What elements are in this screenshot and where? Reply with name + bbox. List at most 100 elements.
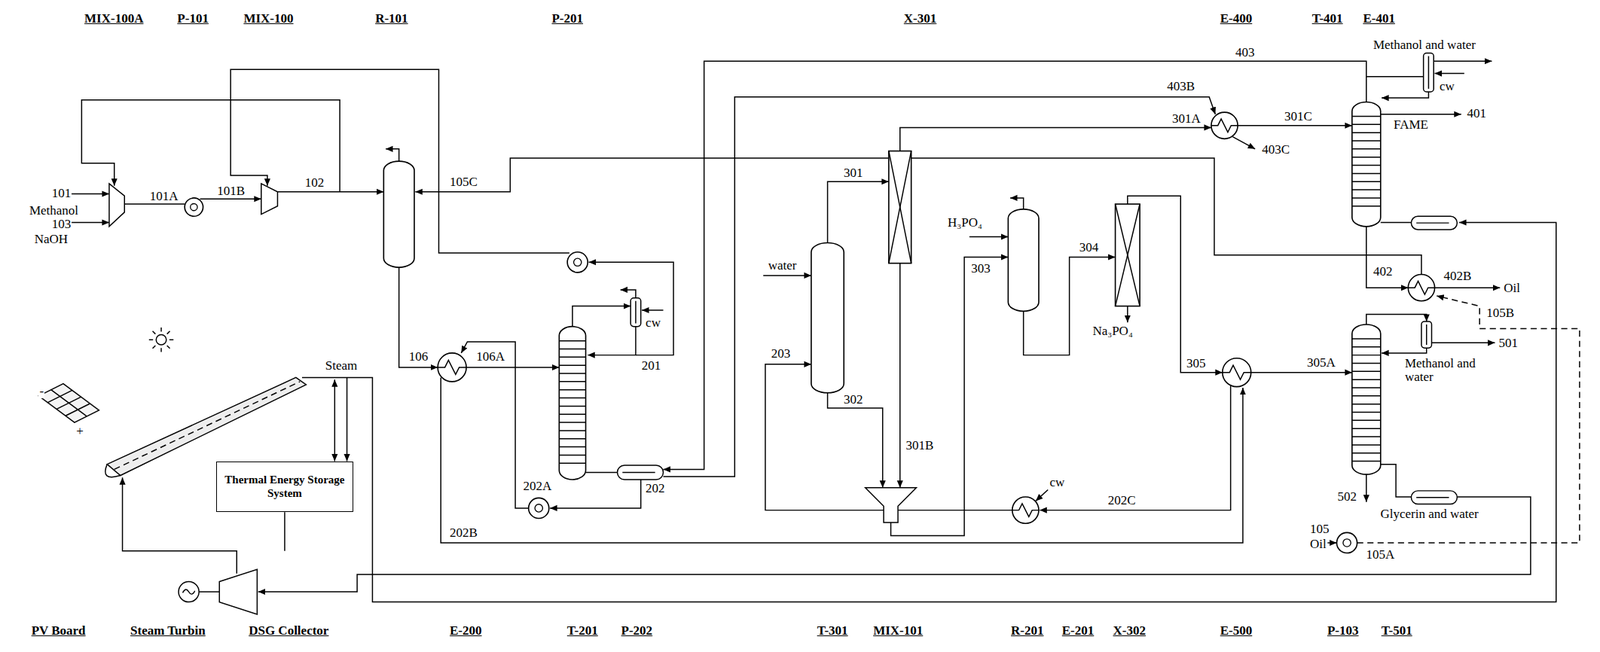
stream-label: 403 [1234, 45, 1256, 60]
pump-symbol [184, 198, 203, 217]
stream-label: FAME [1392, 118, 1430, 132]
stream-label: H₃PO₄ [946, 216, 984, 230]
pipe-line [586, 472, 618, 474]
pipe-line [827, 181, 889, 243]
reactor-vessel [383, 161, 415, 268]
pv-grid [51, 390, 87, 417]
column-tray [558, 406, 586, 407]
wash-column [811, 243, 844, 394]
stream-label: 105B [1485, 306, 1515, 321]
separator-box [888, 151, 912, 264]
equipment-tag: MIX-100 [242, 12, 294, 26]
reboiler-tube [622, 472, 655, 474]
steam-line [302, 222, 1557, 602]
sun-ray [152, 345, 156, 349]
separator-box [1115, 204, 1141, 307]
pipe-line [277, 191, 384, 193]
column-tray [558, 430, 586, 431]
collector-trough [105, 464, 121, 478]
column-tray [1352, 346, 1381, 348]
pipe-line [1380, 464, 1412, 498]
pipe-line [1380, 113, 1462, 115]
cooling-water-line [1035, 490, 1048, 502]
column-tray [558, 446, 586, 448]
stream-label: 201 [641, 359, 663, 373]
equipment-tag: T-201 [566, 624, 599, 639]
column-tray [1352, 387, 1381, 388]
heat-exchanger-symbol [1407, 274, 1435, 302]
pump-symbol [1337, 532, 1358, 553]
pipe-line [1381, 91, 1429, 98]
heat-exchanger-symbol [437, 353, 467, 382]
vent-line [385, 149, 400, 162]
stream-label: cw [1438, 79, 1456, 94]
column-tray [558, 397, 586, 399]
pipe-line [461, 341, 529, 509]
column-tray [1352, 363, 1381, 364]
column-tray [1352, 189, 1381, 190]
condenser-tube [635, 301, 636, 324]
pipe-line [1039, 385, 1231, 510]
pipe-line [1365, 474, 1367, 503]
sun-ray [167, 345, 171, 349]
equipment-tag: E-200 [448, 624, 483, 639]
column-tray [1352, 371, 1381, 373]
column-tray [1352, 427, 1381, 429]
stream-label: 202 [644, 482, 666, 496]
column-tray [1352, 461, 1381, 462]
collector-receiver [114, 381, 301, 471]
equipment-tag: PV Board [30, 624, 87, 639]
pipe-line [1126, 306, 1128, 324]
condenser-symbol [630, 298, 642, 327]
pipe-line [549, 479, 642, 509]
pipe-line [1433, 61, 1492, 62]
column-tray [1352, 156, 1381, 158]
pump-impeller [1343, 539, 1351, 547]
pipe-line [200, 198, 262, 200]
shaft-line [198, 591, 220, 593]
pipe-line [899, 263, 901, 489]
distillation-column [1352, 324, 1381, 475]
pipe-line [1237, 125, 1353, 126]
equipment-tag: X-301 [903, 12, 938, 26]
exchanger-coil [1012, 503, 1039, 518]
column-tray [1352, 420, 1381, 422]
stream-label: cw [644, 316, 662, 330]
stream-label: Oil [1309, 537, 1328, 552]
stream-label: 105 [1309, 522, 1331, 537]
column-tray [1352, 131, 1381, 133]
equipment-tag: T-401 [1311, 12, 1344, 26]
feed-line [1327, 542, 1337, 544]
oil-line [1357, 296, 1580, 544]
reboiler-symbol [1410, 491, 1457, 505]
mixer-symbol [865, 488, 917, 523]
pipe-line [124, 203, 185, 205]
water-line [283, 512, 285, 551]
column-tray [558, 413, 586, 415]
column-tray [1352, 436, 1381, 437]
equipment-tag: P-201 [550, 12, 584, 26]
stream-label: Steam [324, 359, 359, 373]
steam-turbine [219, 569, 257, 615]
equipment-tag: MIX-101 [872, 624, 924, 639]
stream-label: 101 [51, 186, 73, 201]
pump-impeller [574, 258, 582, 266]
stream-label: cw [1049, 476, 1066, 490]
equipment-tag: E-400 [1219, 12, 1254, 26]
column-tray [1352, 140, 1381, 141]
stream-label: 106 [408, 350, 430, 364]
column-tray [1352, 180, 1381, 182]
column-tray [1352, 338, 1381, 339]
equipment-tag: P-103 [1326, 624, 1360, 639]
stream-label: 502 [1337, 490, 1359, 504]
column-tray [1352, 124, 1381, 126]
stream-label: 202B [448, 526, 479, 541]
column-tray [558, 364, 586, 366]
pump-symbol [528, 497, 550, 519]
stream-label: 401 [1466, 106, 1488, 121]
stream-label: 403C [1261, 143, 1291, 157]
equipment-tag: E-401 [1361, 12, 1396, 26]
pipe-line [662, 97, 1216, 477]
stream-label: Oil [1502, 281, 1521, 296]
generator-wave [182, 589, 195, 595]
